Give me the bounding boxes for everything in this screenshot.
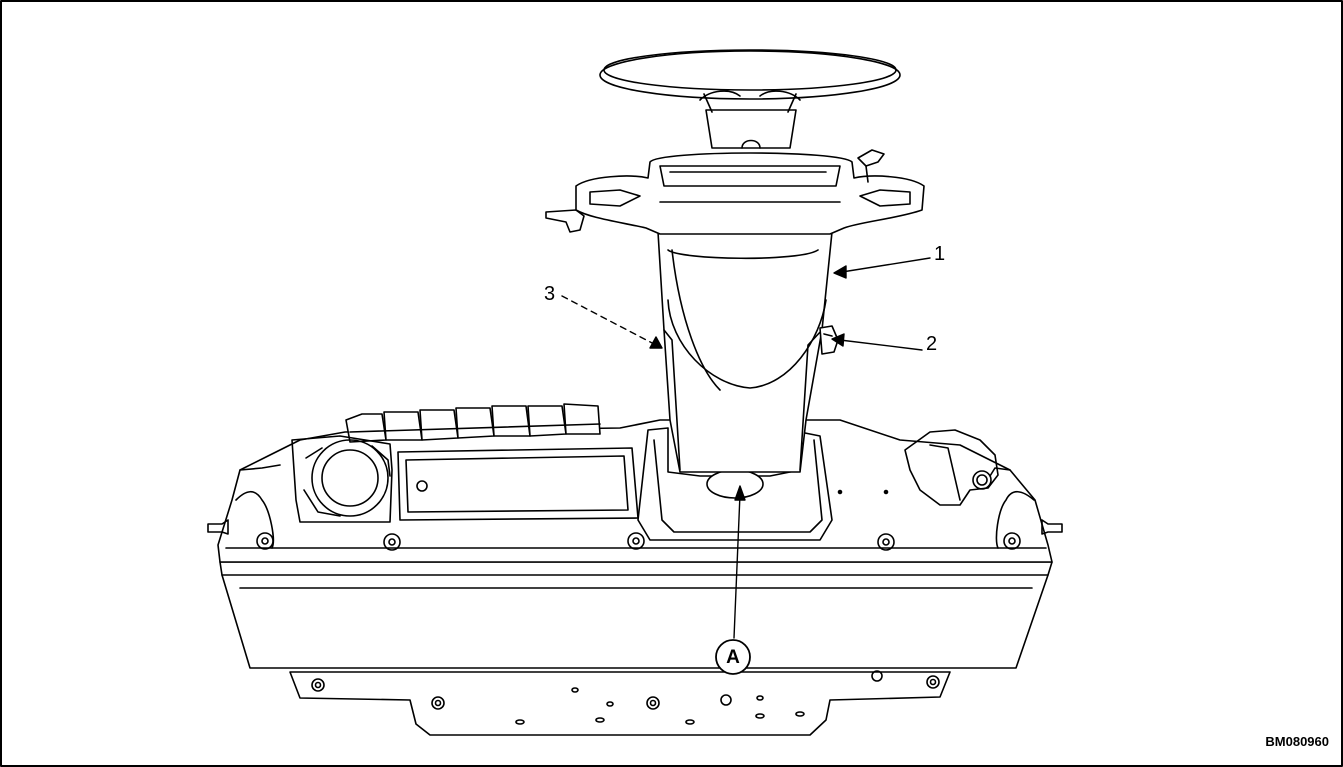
callout-3-label: 3 [544,283,556,305]
mount-nuts [207,489,1063,551]
switch-bank [345,403,601,443]
leader-a [733,493,741,639]
leader-1 [841,257,931,273]
base-plate [289,670,951,736]
tilt-lever [819,325,839,355]
callout-2-label: 2 [926,333,938,355]
upper-housing [545,149,925,235]
column-shroud [657,231,833,473]
arrowhead-1 [833,265,847,279]
arrowhead-2 [831,333,845,347]
arrowhead-a [734,485,746,501]
cup-holder [291,435,393,523]
figure-id: BM080960 [1265,734,1329,749]
right-bracket [904,429,999,506]
steering-wheel [599,49,901,149]
callout-a-label: A [726,647,740,668]
leader-3 [561,295,655,345]
leader-lines [561,257,931,639]
callout-a-circle [715,639,751,675]
callout-1-label: 1 [934,243,946,265]
leader-2 [839,339,923,351]
arrowhead-3 [649,336,663,349]
lower-console-box [219,561,1053,669]
